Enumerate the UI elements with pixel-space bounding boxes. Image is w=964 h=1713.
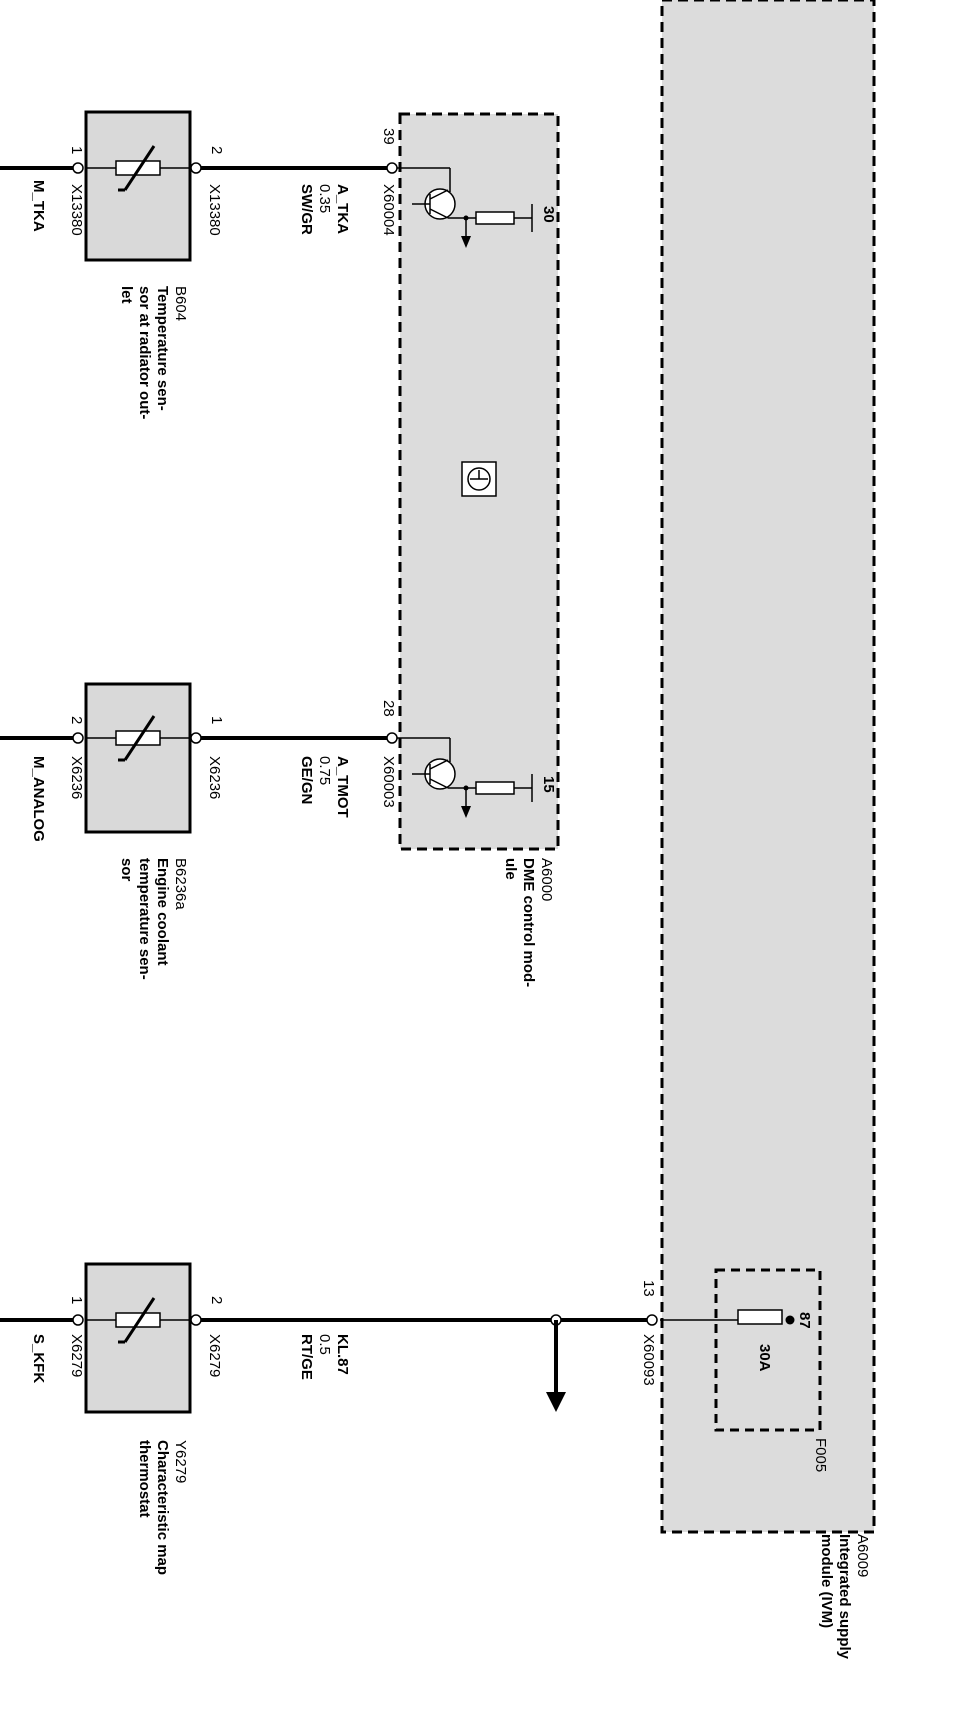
- thermostat-y6279-box: [84, 1262, 192, 1414]
- sensor1-pin-bottom: 1: [68, 146, 85, 154]
- ivm-module-box: [660, 0, 876, 1534]
- dme-label-line1: DME control mod-: [520, 858, 537, 987]
- sensor1-pin-top: 2: [208, 146, 225, 154]
- wire2-color: GE/GN: [298, 756, 315, 804]
- wire3-color: RT/GE: [298, 1334, 315, 1380]
- dme-circuit-a-tmot: [396, 737, 533, 818]
- fuse-terminal-dot: [785, 1315, 795, 1325]
- sensor2-conn-bottom: X6236: [68, 756, 85, 799]
- wire1-internal-pin: 30: [540, 206, 557, 223]
- ivm-label-line2: module (IVM): [818, 1534, 835, 1628]
- thermistor-icon: [86, 145, 190, 192]
- branch-arrow-icon: [546, 1392, 566, 1412]
- dme-label-line2: ule: [502, 858, 519, 880]
- wire1-signal: A_TKA: [334, 184, 351, 234]
- wire2-internal-pin: 15: [540, 776, 557, 793]
- sensor2-ground-net: M_ANALOG: [30, 756, 47, 842]
- sensor1-ground-net: M_TKA: [30, 180, 47, 232]
- dme-circuit-a-tka: [396, 167, 533, 248]
- sensor1-conn-top: X13380: [206, 184, 223, 236]
- connector-glyphs: [72, 162, 658, 1326]
- sensor3-conn-top: X6279: [206, 1334, 223, 1377]
- wire2-pin: 28: [380, 700, 397, 717]
- sensor2-label-line3: sor: [118, 858, 135, 882]
- wire2-signal: A_TMOT: [334, 756, 351, 818]
- sensor2-label-line1: Engine coolant: [154, 858, 171, 966]
- sensor1-label-line3: let: [118, 286, 135, 304]
- sensor1-conn-bottom: X13380: [68, 184, 85, 236]
- thermistor-icon: [86, 715, 190, 762]
- fuse-rating: 30A: [756, 1344, 773, 1372]
- sensor3-id: Y6279: [172, 1440, 189, 1483]
- sensor3-conn-bottom: X6279: [68, 1334, 85, 1377]
- sensor-b604-box: [84, 110, 192, 262]
- fuse-box: [714, 1268, 822, 1432]
- wire3-signal: KL.87: [334, 1334, 351, 1375]
- sensor2-pin-top: 1: [208, 716, 225, 724]
- wire1-connector: X60004: [380, 184, 397, 236]
- wire1-pin: 39: [380, 128, 397, 145]
- sensor3-pin-top: 2: [208, 1296, 225, 1304]
- wire1-color: SW/GR: [298, 184, 315, 235]
- dme-id: A6000: [538, 858, 555, 901]
- sensor3-label-line1: Characteristic map: [154, 1440, 171, 1575]
- sensor-b6236a-box: [84, 682, 192, 834]
- ivm-label-line1: Integrated supply: [836, 1534, 853, 1660]
- sensor2-conn-top: X6236: [206, 756, 223, 799]
- fuse-icon: [737, 1309, 783, 1325]
- sensor3-ground-net: S_KFK: [30, 1334, 47, 1383]
- fuse-id: F005: [812, 1438, 829, 1472]
- sensor2-id: B6236a: [172, 858, 189, 910]
- control-unit-icon-circle: [467, 467, 491, 491]
- sensor1-id: B604: [172, 286, 189, 321]
- thermistor-icon: [86, 1297, 190, 1344]
- wire1-gauge: 0.35: [316, 184, 333, 213]
- wire3-gauge: 0.5: [316, 1334, 333, 1355]
- sensor1-label-line2: sor at radiator out-: [136, 286, 153, 419]
- sensor3-pin-bottom: 1: [68, 1296, 85, 1304]
- fuse-pin: 87: [796, 1312, 813, 1329]
- wire2-connector: X60003: [380, 756, 397, 808]
- ivm-id: A6009: [854, 1534, 871, 1577]
- wire3-connector: X60093: [640, 1334, 657, 1386]
- sensor1-label-line1: Temperature sen-: [154, 286, 171, 411]
- sensor2-label-line2: temperature sen-: [136, 858, 153, 980]
- sensor3-label-line2: thermostat: [136, 1440, 153, 1518]
- sensor2-pin-bottom: 2: [68, 716, 85, 724]
- wire2-gauge: 0.75: [316, 756, 333, 785]
- wire3-pin: 13: [640, 1280, 657, 1297]
